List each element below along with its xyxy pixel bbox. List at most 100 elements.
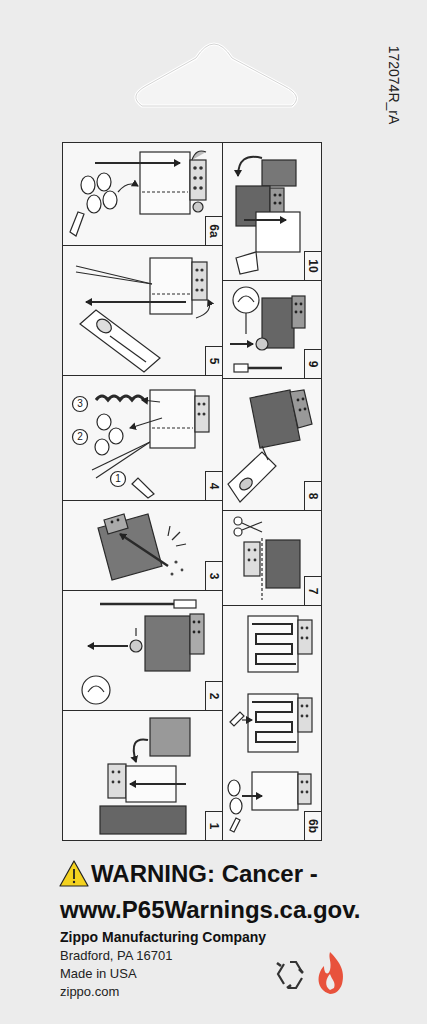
recycle-icon xyxy=(277,962,303,988)
step-4-art-part xyxy=(73,430,88,445)
step-6b-art-part-part xyxy=(301,791,304,794)
step-6b-art-part xyxy=(298,698,312,732)
step-number-box: 6b xyxy=(304,811,321,840)
step-4-art-part-part xyxy=(203,413,206,416)
step-3-art-part xyxy=(176,544,186,546)
step-1-art-part xyxy=(130,783,186,785)
step-6a-art-part xyxy=(95,162,180,164)
step-3-art-part-part xyxy=(171,573,174,576)
step-1-art-part xyxy=(112,771,121,784)
step-6a-art-part xyxy=(103,191,117,209)
step-9-art-part xyxy=(256,338,268,350)
step-1-art xyxy=(100,718,190,834)
step-10-art-part xyxy=(244,219,286,221)
step-6a-art-part-part xyxy=(193,166,197,170)
step-7-art-part xyxy=(244,542,260,576)
step-6b-art-part xyxy=(301,627,309,640)
step-9-art-part-part xyxy=(295,311,298,314)
step-6b-art-part xyxy=(252,702,296,742)
flame-icon xyxy=(319,952,343,994)
panel-ground xyxy=(62,142,322,840)
flame-icon-part xyxy=(326,974,334,990)
step-7-art-part xyxy=(234,528,242,536)
address-text: Bradford, PA 16701 xyxy=(60,947,173,965)
step-panel: 8 xyxy=(222,378,322,511)
step-2-art-part xyxy=(88,645,128,647)
step-2-art-part xyxy=(190,614,204,654)
step-8-art-part xyxy=(228,452,276,502)
step-4-art-part xyxy=(130,418,162,428)
step-8-art-part xyxy=(237,476,254,493)
step-number-box: 4 xyxy=(205,471,222,500)
step-number: 5 xyxy=(206,347,222,375)
step-2-art-part xyxy=(174,600,196,608)
step-6b-art-part xyxy=(248,694,298,752)
step-6b-art-part xyxy=(301,705,309,718)
step-8-art-part-part xyxy=(304,408,307,411)
step-6b-art-part-part xyxy=(301,637,304,640)
recycle-icon-part xyxy=(278,964,284,984)
step-8-art-part xyxy=(290,390,312,428)
step-5-art-part-part xyxy=(200,268,203,271)
step-3-art-part xyxy=(168,526,170,536)
step-3-art-part xyxy=(171,560,184,575)
step-panel: 1 xyxy=(62,710,223,841)
hang-hole-part xyxy=(136,44,297,106)
step-4-art-part xyxy=(195,396,209,432)
step-panel: 7 xyxy=(222,510,322,606)
step-4-art-part xyxy=(111,472,126,487)
step-4-art-part xyxy=(132,478,154,498)
step-panel: 2 xyxy=(62,590,223,711)
step-6b-art-part xyxy=(228,780,240,796)
step-number: 6a xyxy=(206,217,222,245)
step-4-art-part xyxy=(109,428,123,444)
step-4-art-part xyxy=(96,396,144,400)
step-6b-art-part-part xyxy=(306,627,309,630)
step-7-art-part xyxy=(242,523,262,532)
step-6a-art-part xyxy=(81,176,95,194)
warning-triangle-part xyxy=(60,861,88,886)
step-number-box: 1 xyxy=(205,811,222,840)
part-code: 172074R_rA xyxy=(385,38,403,133)
step-4-art-part xyxy=(95,439,109,455)
step-10-art-part-part xyxy=(279,202,282,205)
step-2-art-part xyxy=(193,621,201,634)
step-9-art-part xyxy=(230,343,253,345)
step-5-art-part xyxy=(86,301,186,303)
step-5-art-part-part xyxy=(200,288,203,291)
step-6b-art-part-part xyxy=(301,627,304,630)
step-7-art-part-part xyxy=(254,549,257,552)
step-3-art-part xyxy=(98,514,162,580)
step-number: 9 xyxy=(305,350,321,378)
step-1-art-part-part xyxy=(118,771,121,774)
step-number: 6b xyxy=(305,812,321,840)
step-6a-art-part xyxy=(193,202,203,212)
hang-hole-part xyxy=(136,44,297,106)
step-10-art-part xyxy=(274,194,282,205)
step-4-art-part xyxy=(96,442,150,478)
step-4-art xyxy=(73,390,210,498)
step-2-art-part-part xyxy=(193,631,196,634)
step-6a-art-part-part xyxy=(193,186,197,190)
step-7-art-part xyxy=(261,538,262,600)
callout-number: 2 xyxy=(73,430,87,444)
step-6b-art-part xyxy=(248,616,298,672)
step-5-art-part xyxy=(152,293,190,294)
step-5-art-part-part xyxy=(195,278,198,281)
step-3-art-part-part xyxy=(117,519,120,522)
step-2-art-part xyxy=(135,628,136,636)
step-4-art-part-part xyxy=(203,403,206,406)
step-number-box: 3 xyxy=(205,561,222,590)
step-6b-art-part xyxy=(230,712,244,726)
step-5-art-part-part xyxy=(200,278,203,281)
step-7-art-part xyxy=(242,522,262,530)
step-3-art-part xyxy=(104,514,128,534)
step-6a-art-part xyxy=(192,151,206,160)
step-6b-art-part xyxy=(298,620,312,654)
step-4-art-part xyxy=(152,427,193,428)
step-5-art-part xyxy=(195,268,203,291)
step-5-art-part-part xyxy=(195,268,198,271)
step-panel: 9 xyxy=(222,280,322,379)
step-9-art-part xyxy=(233,287,259,313)
step-number: 3 xyxy=(206,562,222,590)
